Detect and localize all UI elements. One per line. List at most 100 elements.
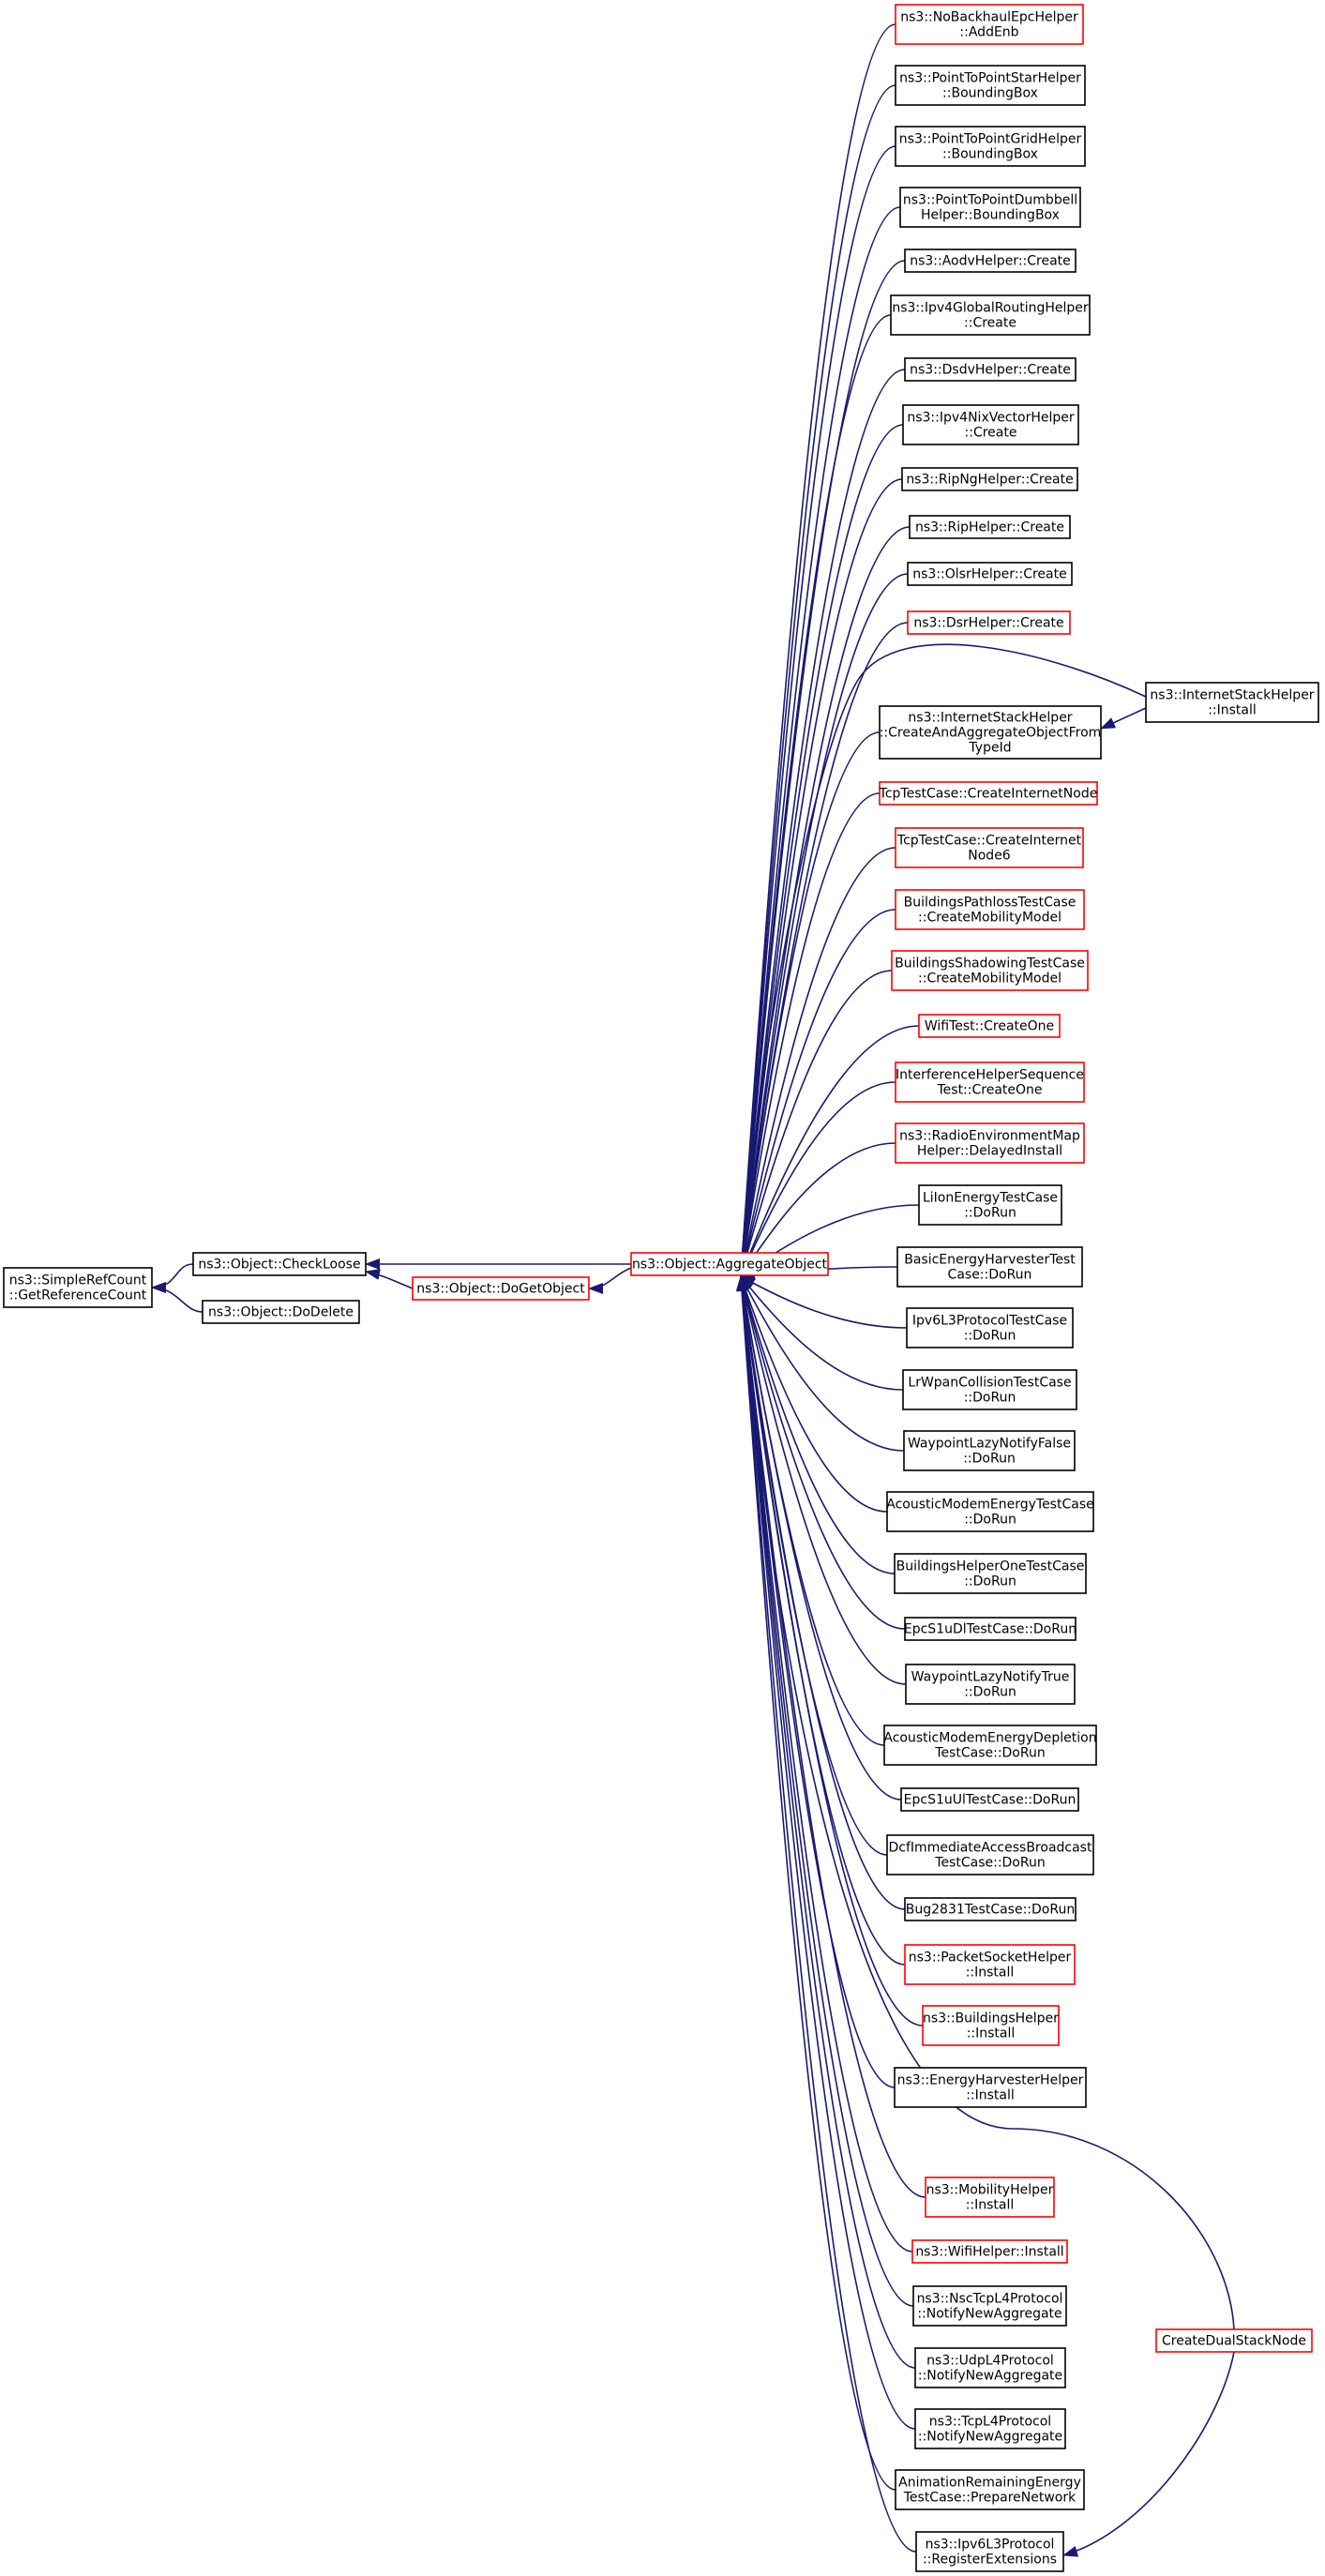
node-c10[interactable]: ns3::RipHelper::Create (909, 515, 1071, 539)
node-c21[interactable]: LiIonEnergyTestCase::DoRun (918, 1184, 1062, 1226)
node-c26[interactable]: AcousticModemEnergyTestCase::DoRun (886, 1491, 1094, 1532)
edge-dogetobject-to-checkloose (365, 1269, 414, 1289)
node-label-line: Case::DoRun (948, 1268, 1032, 1283)
node-label-line: ::DoRun (963, 1452, 1016, 1467)
node-label-line: ::RegisterExtensions (923, 2553, 1057, 2568)
node-box (903, 1430, 1076, 1471)
node-label-line: ns3::DsdvHelper::Create (910, 363, 1071, 378)
node-box (918, 1014, 1061, 1038)
node-c06[interactable]: ns3::Ipv4GlobalRoutingHelper::Create (890, 294, 1091, 336)
node-c32[interactable]: DcfImmediateAccessBroadcastTestCase::DoR… (886, 1834, 1094, 1876)
node-c36[interactable]: ns3::EnergyHarvesterHelper::Install (894, 2067, 1087, 2108)
node-c41[interactable]: ns3::TcpL4Protocol::NotifyNewAggregate (914, 2408, 1066, 2449)
node-c17[interactable]: BuildingsShadowingTestCase::CreateMobili… (891, 950, 1089, 991)
node-label-line: ::NotifyNewAggregate (918, 2430, 1062, 2445)
node-c24[interactable]: LrWpanCollisionTestCase::DoRun (902, 1369, 1077, 1410)
node-label-line: ::Create (964, 316, 1016, 331)
node-dogetobject[interactable]: ns3::Object::DoGetObject (412, 1276, 590, 1301)
node-box (891, 950, 1089, 991)
node-box (909, 515, 1071, 539)
node-c42[interactable]: AnimationRemainingEnergyTestCase::Prepar… (895, 2469, 1085, 2510)
node-box (879, 705, 1102, 760)
edge-c13-to-aggregate (737, 731, 881, 1277)
node-c05[interactable]: ns3::AodvHelper::Create (904, 249, 1077, 273)
edge-c18-to-aggregate (740, 1025, 920, 1277)
edge-c16-to-aggregate (738, 909, 896, 1277)
node-aggregate[interactable]: ns3::Object::AggregateObject (630, 1252, 829, 1276)
node-c07[interactable]: ns3::DsdvHelper::Create (904, 357, 1077, 382)
node-c18[interactable]: WifiTest::CreateOne (918, 1014, 1061, 1038)
node-label-line: AnimationRemainingEnergy (898, 2476, 1081, 2491)
node-c19[interactable]: InterferenceHelperSequenceTest::CreateOn… (895, 1062, 1085, 1103)
node-c40[interactable]: ns3::UdpL4Protocol::NotifyNewAggregate (914, 2347, 1066, 2388)
node-box (896, 1246, 1083, 1288)
edge-ish_install-to-aggregate (735, 643, 1147, 1276)
node-label-line: ::Install (1208, 703, 1257, 718)
node-c20[interactable]: ns3::RadioEnvironmentMapHelper::DelayedI… (895, 1122, 1085, 1164)
node-box (883, 1725, 1097, 1766)
node-c03[interactable]: ns3::PointToPointGridHelper::BoundingBox (895, 126, 1086, 167)
node-c39[interactable]: ns3::NscTcpL4Protocol::NotifyNewAggregat… (912, 2285, 1067, 2327)
node-box (904, 249, 1077, 273)
node-label-line: ns3::RipNgHelper::Create (906, 473, 1073, 488)
node-dodelete[interactable]: ns3::Object::DoDelete (202, 1300, 360, 1324)
node-c25[interactable]: WaypointLazyNotifyFalse::DoRun (903, 1430, 1076, 1471)
node-c34[interactable]: ns3::PacketSocketHelper::Install (904, 1944, 1076, 1985)
node-box (907, 610, 1071, 635)
node-box (922, 2005, 1060, 2046)
node-c29[interactable]: WaypointLazyNotifyTrue::DoRun (905, 1664, 1076, 1705)
node-checkloose[interactable]: ns3::Object::CheckLoose (192, 1252, 367, 1276)
node-label-line: ::CreateMobilityModel (918, 972, 1062, 987)
edge-c03-to-aggregate (736, 145, 896, 1277)
node-c28[interactable]: EpcS1uDlTestCase::DoRun (904, 1617, 1077, 1641)
node-c35[interactable]: ns3::BuildingsHelper::Install (922, 2005, 1060, 2046)
node-label-line: ns3::DsrHelper::Create (913, 616, 1063, 631)
node-label-line: TestCase::PrepareNetwork (903, 2491, 1077, 2506)
node-c11[interactable]: ns3::OlsrHelper::Create (907, 562, 1073, 586)
node-label-line: ::Install (966, 2088, 1015, 2103)
edge-c15-to-aggregate (738, 847, 896, 1277)
node-c13[interactable]: ns3::InternetStackHelper::CreateAndAggre… (879, 705, 1102, 760)
node-root: ns3::SimpleRefCount::GetReferenceCount (3, 1267, 153, 1308)
edge-checkloose-to-root (151, 1263, 194, 1293)
node-c31[interactable]: EpcS1uUlTestCase::DoRun (900, 1787, 1079, 1812)
node-c23[interactable]: Ipv6L3ProtocolTestCase::DoRun (906, 1307, 1074, 1348)
node-c37[interactable]: ns3::MobilityHelper::Install (925, 2177, 1055, 2218)
node-label-line: Test::CreateOne (936, 1083, 1042, 1098)
node-c14[interactable]: TcpTestCase::CreateInternetNode (879, 781, 1098, 806)
node-c12[interactable]: ns3::DsrHelper::Create (907, 610, 1071, 635)
node-box (895, 65, 1086, 106)
node-label-line: BuildingsShadowingTestCase (895, 957, 1085, 972)
node-c04[interactable]: ns3::PointToPointDumbbellHelper::Boundin… (899, 187, 1081, 228)
node-dualstack[interactable]: CreateDualStackNode (1155, 2328, 1313, 2353)
node-label-line: ::DoRun (964, 1329, 1016, 1344)
node-label-line: ns3::TcpL4Protocol (929, 2415, 1051, 2430)
node-label-line: ns3::PointToPointStarHelper (899, 71, 1081, 86)
node-c09[interactable]: ns3::RipNgHelper::Create (901, 467, 1078, 491)
node-label-line: EpcS1uUlTestCase::DoRun (904, 1793, 1077, 1808)
node-c38[interactable]: ns3::WifiHelper::Install (911, 2239, 1068, 2264)
node-c01[interactable]: ns3::NoBackhaulEpcHelper::AddEnb (895, 4, 1084, 45)
node-c02[interactable]: ns3::PointToPointStarHelper::BoundingBox (895, 65, 1086, 106)
node-box (901, 467, 1078, 491)
node-label-line: ::DoRun (964, 1574, 1016, 1589)
edge-c33-to-aggregate (737, 1275, 906, 1910)
node-ish_install[interactable]: ns3::InternetStackHelper::Install (1145, 682, 1319, 723)
edge-c35-to-aggregate (737, 1275, 924, 2026)
node-c33[interactable]: Bug2831TestCase::DoRun (904, 1897, 1077, 1921)
node-box (630, 1252, 829, 1276)
edge-c29-to-aggregate (738, 1275, 907, 1685)
node-c27[interactable]: BuildingsHelperOneTestCase::DoRun (894, 1553, 1087, 1594)
edge-c17-to-aggregate (739, 970, 893, 1277)
node-label-line: ::Create (965, 426, 1017, 441)
edge-c23-to-aggregate (740, 1275, 908, 1329)
node-label-line: LiIonEnergyTestCase (923, 1191, 1058, 1206)
node-c43[interactable]: ns3::Ipv6L3Protocol::RegisterExtensions (915, 2531, 1064, 2572)
node-c08[interactable]: ns3::Ipv4NixVectorHelper::Create (902, 404, 1079, 445)
node-c16[interactable]: BuildingsPathlossTestCase::CreateMobilit… (895, 889, 1085, 930)
node-box (895, 1062, 1085, 1103)
node-c30[interactable]: AcousticModemEnergyDepletionTestCase::Do… (883, 1725, 1097, 1766)
node-box (906, 1307, 1074, 1348)
